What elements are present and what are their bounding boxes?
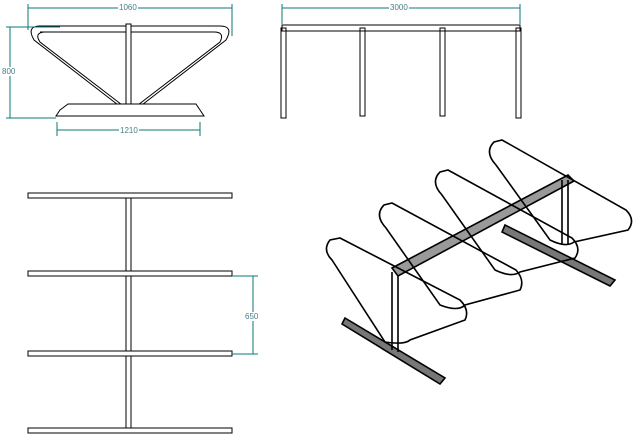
dimension-spacing: 650 (244, 312, 260, 321)
front-view (30, 23, 230, 117)
isometric-view (325, 139, 633, 386)
dimension-side-length: 3000 (389, 3, 409, 12)
dimension-base-length: 1210 (119, 126, 139, 135)
top-view (27, 192, 233, 434)
side-view (280, 24, 522, 119)
dimension-front-height: 800 (1, 67, 17, 76)
front-dimensions (6, 4, 233, 136)
dimension-front-width: 1060 (118, 3, 138, 12)
